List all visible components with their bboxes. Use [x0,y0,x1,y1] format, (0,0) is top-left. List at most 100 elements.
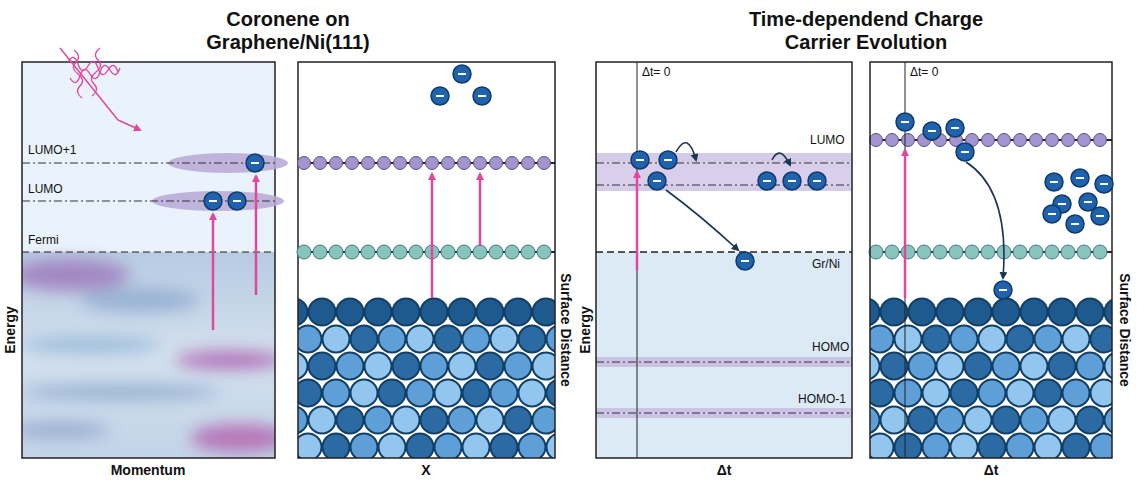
carbon-atom [441,245,455,259]
nickel-atom [505,407,532,434]
electron-charge [653,180,661,182]
nickel-atom [477,299,504,326]
panel-frame [596,62,852,458]
axis-label: LUMO [28,183,63,197]
coronene-atom [1046,134,1059,147]
axis-label: Fermi [28,234,59,248]
nickel-atom [323,380,350,407]
axis-label: LUMO [810,134,845,148]
nickel-atom [379,434,406,459]
nickel-atom [393,299,420,326]
nickel-atom [1091,380,1113,407]
nickel-atom [909,353,936,380]
nickel-atom [951,434,978,459]
panel-title: Time-dependend Charge Carrier Evolution [731,8,1001,54]
electron [246,154,264,172]
electron-charge [1048,213,1056,215]
nickel-atom [965,299,992,326]
electron-charge [458,73,466,75]
nickel-atom [870,380,894,407]
electron [783,172,801,190]
electron-charge [1076,177,1084,179]
electron-charge [233,200,241,202]
carbon-atom [1061,245,1075,259]
electron [994,281,1012,299]
coronene-atom [538,157,551,170]
nickel-atom [1049,407,1076,434]
carbon-atom [949,245,963,259]
nickel-atom [298,434,322,459]
nickel-atom [463,326,490,353]
nickel-atom [1035,326,1062,353]
excitation-arrow [904,150,907,298]
electron [956,143,974,161]
nickel-atom [407,380,434,407]
panel-ground [596,62,852,252]
nickel-atom [923,326,950,353]
nickel-atom [1105,407,1113,434]
coronene-atom [410,157,423,170]
carbon-atom [297,245,311,259]
coronene-atom [522,157,535,170]
electron [736,252,754,270]
nickel-atom [533,353,556,380]
electron-charge [961,151,969,153]
nickel-atom [365,407,392,434]
electron [1066,215,1084,233]
carbon-atom [901,245,915,259]
panel-frame [298,62,555,458]
nickel-atom [309,299,336,326]
nickel-atom [1077,299,1104,326]
nickel-atom [547,380,556,407]
axis-label: Surface Distance [1117,273,1133,387]
nickel-lattice [870,299,1112,459]
nickel-atom [1105,299,1113,326]
nickel-atom [1077,353,1104,380]
nickel-atom [1105,353,1113,380]
carbon-atom [1077,245,1091,259]
nickel-atom [505,299,532,326]
carbon-atom [457,245,471,259]
axis-label: Energy [2,306,18,353]
electron [1043,205,1061,223]
nickel-atom [337,299,364,326]
nickel-atom [870,434,894,459]
nickel-atom [379,326,406,353]
nickel-atom [993,407,1020,434]
homo1-band [596,408,852,418]
nickel-atom [1063,434,1090,459]
nickel-atom [1091,326,1113,353]
electron-charge [1058,203,1066,205]
nickel-atom [351,380,378,407]
carbon-atom [313,245,327,259]
electron-charge [1100,183,1108,185]
nickel-atom [547,434,556,459]
carbon-atom [885,245,899,259]
nickel-atom [909,407,936,434]
nickel-atom [895,326,922,353]
nickel-atom [1049,299,1076,326]
nickel-atom [1035,434,1062,459]
coronene-atom [902,134,915,147]
homo-band [596,357,852,367]
nickel-atom [937,407,964,434]
carbon-atom [1045,245,1059,259]
coronene-atom [506,157,519,170]
electron-charge [251,162,259,164]
laser-pulse [60,48,140,130]
axis-label: Energy [577,306,593,353]
electron [431,87,449,105]
nickel-atom [309,353,336,380]
nickel-atom [881,299,908,326]
nickel-atom [449,299,476,326]
axis-label: HOMO-1 [798,393,846,407]
coronene-atom [442,157,455,170]
electron-charge [1096,215,1104,217]
nickel-atom [491,434,518,459]
nickel-atom [435,380,462,407]
nickel-atom [491,326,518,353]
coronene-atom [886,134,899,147]
level-line [22,201,275,202]
carbon-atom [869,245,883,259]
electron-charge [901,121,909,123]
